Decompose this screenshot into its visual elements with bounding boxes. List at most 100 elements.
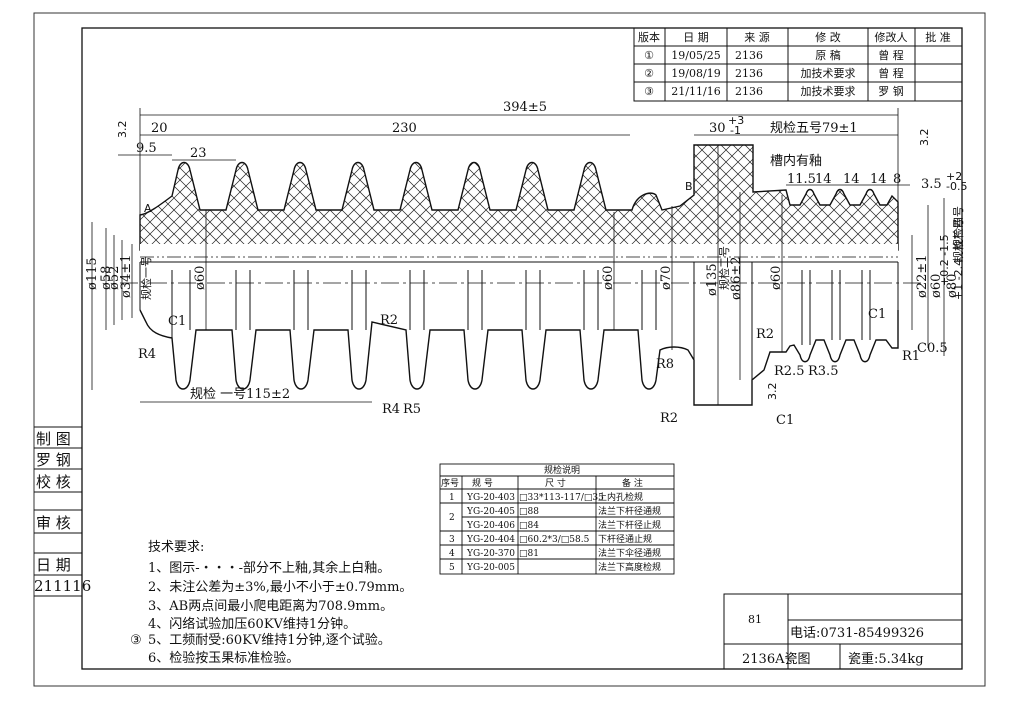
tech-item-1: 1、图示-・・・-部分不上釉,其余上白釉。: [148, 560, 390, 576]
rev-row3-date: 21/11/16: [671, 85, 720, 98]
dim-r8: R8: [656, 357, 674, 372]
rev-header-date: 日 期: [683, 31, 709, 44]
rev-row2-ver: ②: [644, 67, 654, 80]
gauge-r6-note: 法兰下高度检规: [598, 561, 661, 573]
rev-row2-by: 曾 程: [878, 66, 904, 80]
gauge-r4-note: 下杆径通止规: [598, 533, 652, 545]
dim-gauge3: 规检三号: [951, 218, 965, 262]
gauge-r3-size: □84: [519, 521, 539, 531]
gauge-h-no: 序号: [441, 477, 459, 489]
upper-section-hatch: [139, 144, 899, 251]
side-draw-label: 制 图: [36, 430, 71, 448]
dim-30: 30: [709, 121, 726, 136]
rev-row2-mod: 加技术要求: [801, 67, 856, 80]
gauge-h-size: 尺 寸: [545, 477, 566, 489]
gauge-r4-no: 3: [449, 535, 455, 545]
lower-section-outline: [139, 309, 899, 406]
gauge-h-code: 规 号: [472, 478, 493, 489]
revision-table: [633, 27, 963, 102]
gauge-title: 规检说明: [544, 464, 580, 476]
dim-c1a: C1: [168, 314, 186, 329]
dim-phi60b: ø60: [601, 266, 616, 290]
dim-gauge4: 规检四号: [951, 206, 965, 250]
dim-gauge5: 规检五号79±1: [770, 121, 858, 136]
dim-gauge2: 规检二号: [717, 246, 731, 290]
dim-3-5-tol-upper: +2: [946, 170, 962, 183]
dim-phi60c: ø60: [769, 266, 784, 290]
dim-14b: 14: [843, 172, 860, 187]
side-draw-name: 罗 钢: [36, 451, 71, 469]
dim-3-5: 3.5: [921, 177, 942, 192]
title-block: [723, 593, 963, 670]
dim-20: 20: [151, 121, 168, 136]
gauge-r5-size: □81: [519, 549, 539, 559]
rev-row3-ver: ③: [644, 85, 654, 98]
dim-c1c: C1: [776, 413, 794, 428]
outer-frame: [33, 12, 986, 687]
title-block-text: 81 电话:0731-85499326 2136A瓷图 瓷重:5.34kg: [742, 613, 924, 667]
side-approval-block: [34, 426, 82, 597]
dim-r2a: R2: [380, 313, 398, 328]
dim-c1b: C1: [868, 307, 886, 322]
title-phone: 电话:0731-85499326: [790, 626, 924, 641]
dim-r2b: R2: [660, 411, 678, 426]
dim-phi80: ø80: [945, 274, 960, 298]
gauge-r1-code: YG-20-403: [466, 493, 515, 503]
dim-11-5: 11.5: [787, 172, 816, 187]
tech-item-6: 6、检验按玉果标准检验。: [148, 650, 299, 666]
insulator-drawing: [91, 108, 945, 406]
roughness-right: 3.2: [918, 129, 931, 147]
rev-header-ver: 版本: [638, 30, 660, 44]
rev-row2-src: 2136: [735, 67, 763, 80]
gauge-r6-no: 5: [449, 563, 455, 573]
dim-30-tol-lower: -1: [730, 124, 741, 137]
title-drawing-name: 2136A瓷图: [742, 652, 810, 667]
dim-3-5-tol-lower: -0.5: [946, 180, 967, 193]
dim-phi80-tol: +1 -2.4: [952, 259, 965, 300]
rev-row1-mod: 原 稿: [815, 48, 841, 62]
rev-header-by: 修改人: [875, 30, 908, 44]
dim-phi34: ø34±1: [119, 254, 134, 298]
tech-item-3: 3、AB两点间最小爬电距离为708.9mm。: [148, 598, 393, 614]
revision-table-text: 版本 日 期 来 源 修 改 修改人 批 准 ① 19/05/25 2136 原…: [638, 30, 951, 98]
side-check-label: 校 核: [36, 473, 71, 491]
dim-phi70: ø70: [659, 266, 674, 290]
dim-23: 23: [190, 146, 207, 161]
dimension-lines: [91, 108, 945, 405]
rev-header-approve: 批 准: [925, 30, 951, 44]
gauge-r5-code: YG-20-370: [466, 549, 515, 559]
roughness-left: 3.2: [116, 121, 129, 139]
gauge-r2-note: 法兰下杆径通规: [598, 505, 661, 517]
dim-r1: R1: [902, 349, 920, 364]
title-weight: 瓷重:5.34kg: [848, 651, 924, 667]
side-date-label: 日 期: [36, 556, 71, 574]
gauge-r1-note: 上内孔检规: [598, 491, 643, 503]
dim-r4a: R4: [138, 347, 156, 362]
tech-title: 技术要求:: [148, 540, 204, 555]
dim-phi22: ø22±1: [915, 254, 930, 298]
gauge-r1-size: □33*113-117/□35: [519, 493, 604, 503]
dim-gauge1-side: 规检一号: [139, 256, 153, 300]
side-review-label: 审 核: [36, 514, 71, 532]
rev-row2-date: 19/08/19: [671, 67, 720, 80]
dim-phi60a: ø60: [193, 266, 208, 290]
dim-phi115: ø115: [85, 257, 100, 290]
tech-item-5: 5、工频耐受:60KV维持1分钟,逐个试验。: [148, 632, 391, 648]
gauge-r4-size: □60.2*3/□58.5: [519, 535, 590, 545]
point-a: A: [144, 202, 152, 215]
tech-requirements: 技术要求: 1、图示-・・・-部分不上釉,其余上白釉。 2、未注公差为±3%,最…: [130, 540, 412, 666]
inner-frame: [81, 27, 963, 670]
dimension-labels: 394±5 20 230 9.5 23 30 +3 -1 规检五号79±1 槽内…: [85, 100, 967, 428]
label-groove-glaze: 槽内有釉: [770, 153, 822, 169]
gauge-table-text: 规检说明 序号 规 号 尺 寸 备 注 1 YG-20-403 □33*113-…: [441, 464, 661, 573]
dim-total-length: 394±5: [503, 100, 547, 115]
gauge-h-note: 备 注: [622, 477, 643, 489]
dim-r3-5: R3.5: [808, 364, 838, 379]
bore-band: [140, 244, 898, 254]
dim-phi60d-tol: +0.2 -1.5: [938, 234, 951, 286]
tech-item-2: 2、未注公差为±3%,最小不小于±0.79mm。: [148, 580, 412, 595]
rev-row1-date: 19/05/25: [671, 49, 720, 62]
gauge-r5-note: 法兰下伞径通规: [598, 547, 661, 559]
gauge-r5-no: 4: [449, 549, 455, 559]
tech-item-4: 4、闪络试验加压60KV维持1分钟。: [148, 616, 356, 632]
